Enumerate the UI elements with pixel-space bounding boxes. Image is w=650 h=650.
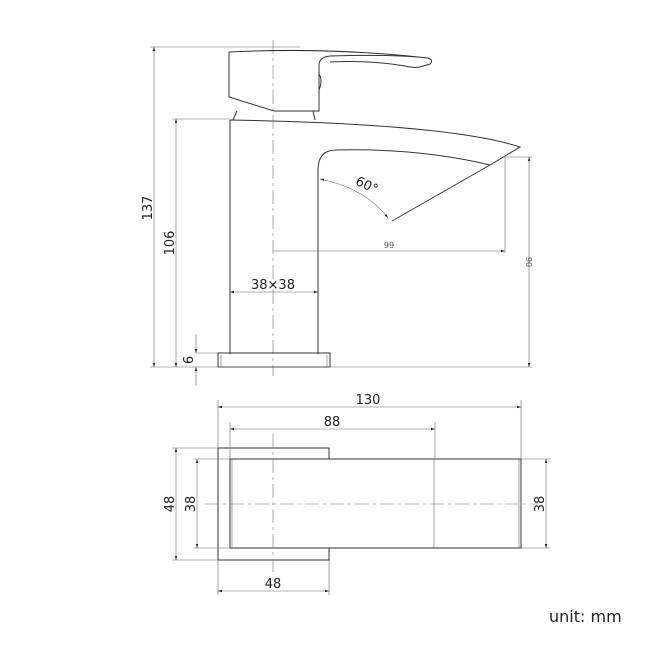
dim-spout-height: 90	[524, 257, 533, 267]
dim-base-length: 48	[265, 577, 282, 592]
base	[217, 352, 331, 368]
neck	[232, 110, 316, 121]
dim-spout-reach: 99	[384, 241, 394, 250]
unit-label: unit: mm	[549, 607, 622, 626]
dim-body-section: 38×38	[251, 278, 295, 293]
dim-overall-length: 130	[356, 393, 381, 408]
handle	[228, 49, 433, 112]
spout-body	[229, 119, 522, 354]
top-view: 130 88 48 38 38 48	[163, 393, 550, 595]
dim-base-height: 6	[182, 356, 197, 364]
side-view: 137 106 6 99 90 38×38 60°	[141, 40, 533, 386]
dim-spout-angle: 60°	[353, 174, 380, 197]
dim-body-width-right: 38	[533, 496, 548, 513]
dim-body-height: 106	[163, 231, 178, 256]
dim-spout-length: 88	[324, 415, 341, 430]
dim-total-height: 137	[141, 196, 156, 221]
body-outline	[229, 458, 522, 549]
dim-base-width: 48	[163, 496, 178, 513]
dim-body-width-left: 38	[184, 496, 199, 513]
angle-arc	[319, 178, 389, 219]
handle-knob	[318, 73, 322, 91]
